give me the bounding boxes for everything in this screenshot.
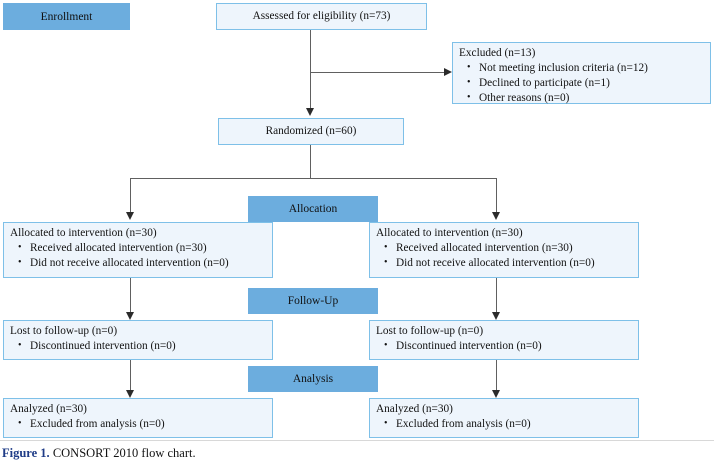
node-analysis-left-title: Analyzed (n=30)	[10, 403, 87, 415]
node-allocation-right: Allocated to intervention (n=30) Receive…	[369, 222, 639, 278]
arrowhead-allocation-left	[125, 212, 134, 220]
figure-number: Figure 1.	[2, 446, 50, 460]
list-item: Excluded from analysis (n=0)	[384, 417, 638, 432]
connector-split-right	[496, 178, 497, 214]
node-followup-right-list: Discontinued intervention (n=0)	[370, 339, 638, 354]
stage-label-enrollment: Enrollment	[40, 10, 93, 23]
node-allocation-left: Allocated to intervention (n=30) Receive…	[3, 222, 273, 278]
connector-assessed-to-excluded	[310, 72, 445, 73]
node-assessed-for-eligibility: Assessed for eligibility (n=73)	[216, 3, 427, 30]
node-followup-right: Lost to follow-up (n=0) Discontinued int…	[369, 320, 639, 360]
stage-label-allocation: Allocation	[288, 203, 338, 215]
list-item: Other reasons (n=0)	[467, 91, 710, 106]
connector-alloc-to-followup-left	[130, 278, 131, 314]
arrowhead-followup-right	[491, 312, 500, 320]
node-excluded-list: Not meeting inclusion criteria (n=12) De…	[453, 61, 710, 106]
stage-header-analysis: Analysis	[248, 366, 378, 392]
arrowhead-randomized	[305, 108, 314, 116]
caption-divider	[0, 440, 714, 441]
node-assessed-title: Assessed for eligibility (n=73)	[252, 9, 391, 22]
node-allocation-left-title: Allocated to intervention (n=30)	[10, 227, 157, 239]
stage-header-allocation: Allocation	[248, 196, 378, 222]
connector-followup-to-analysis-left	[130, 360, 131, 392]
node-followup-left-list: Discontinued intervention (n=0)	[4, 339, 272, 354]
connector-assessed-to-randomized	[310, 30, 311, 110]
list-item: Not meeting inclusion criteria (n=12)	[467, 61, 710, 76]
stage-header-enrollment: Enrollment	[3, 3, 130, 30]
arrowhead-analysis-right	[491, 390, 500, 398]
node-analysis-right-list: Excluded from analysis (n=0)	[370, 417, 638, 432]
node-excluded: Excluded (n=13) Not meeting inclusion cr…	[452, 42, 711, 104]
stage-header-followup: Follow-Up	[248, 288, 378, 314]
connector-alloc-to-followup-right	[496, 278, 497, 314]
node-followup-right-title: Lost to follow-up (n=0)	[376, 325, 484, 337]
node-followup-left: Lost to follow-up (n=0) Discontinued int…	[3, 320, 273, 360]
list-item: Discontinued intervention (n=0)	[384, 339, 638, 354]
node-analysis-left: Analyzed (n=30) Excluded from analysis (…	[3, 398, 273, 438]
arrowhead-analysis-left	[125, 390, 134, 398]
node-allocation-right-list: Received allocated intervention (n=30) D…	[370, 241, 638, 271]
list-item: Received allocated intervention (n=30)	[18, 241, 272, 256]
stage-label-followup: Follow-Up	[287, 295, 339, 307]
list-item: Did not receive allocated intervention (…	[384, 256, 638, 271]
connector-followup-to-analysis-right	[496, 360, 497, 392]
node-analysis-right: Analyzed (n=30) Excluded from analysis (…	[369, 398, 639, 438]
node-allocation-right-title: Allocated to intervention (n=30)	[376, 227, 523, 239]
node-analysis-left-list: Excluded from analysis (n=0)	[4, 417, 272, 432]
arrowhead-excluded	[444, 67, 452, 76]
connector-randomized-split	[130, 178, 496, 179]
list-item: Excluded from analysis (n=0)	[18, 417, 272, 432]
node-excluded-title: Excluded (n=13)	[459, 47, 536, 59]
list-item: Discontinued intervention (n=0)	[18, 339, 272, 354]
connector-split-left	[130, 178, 131, 214]
node-followup-left-title: Lost to follow-up (n=0)	[10, 325, 118, 337]
figure-caption: Figure 1. CONSORT 2010 flow chart.	[2, 446, 196, 461]
figure-caption-text: CONSORT 2010 flow chart.	[52, 446, 196, 460]
list-item: Declined to participate (n=1)	[467, 76, 710, 91]
node-analysis-right-title: Analyzed (n=30)	[376, 403, 453, 415]
arrowhead-followup-left	[125, 312, 134, 320]
arrowhead-allocation-right	[491, 212, 500, 220]
list-item: Did not receive allocated intervention (…	[18, 256, 272, 271]
stage-label-analysis: Analysis	[292, 373, 334, 385]
node-allocation-left-list: Received allocated intervention (n=30) D…	[4, 241, 272, 271]
list-item: Received allocated intervention (n=30)	[384, 241, 638, 256]
node-randomized: Randomized (n=60)	[218, 118, 404, 145]
connector-randomized-stem	[310, 145, 311, 178]
node-randomized-title: Randomized (n=60)	[265, 124, 357, 137]
